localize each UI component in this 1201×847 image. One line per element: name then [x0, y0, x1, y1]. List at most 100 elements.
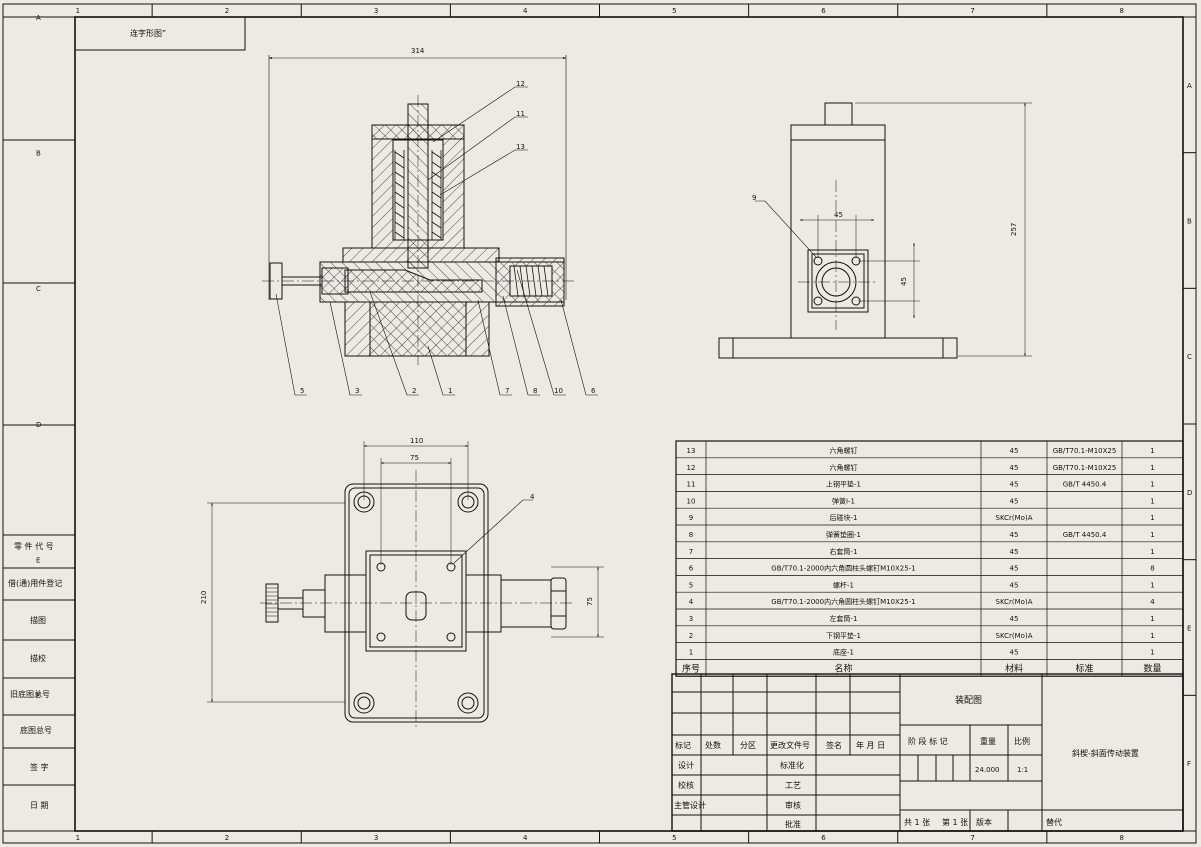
- weight-value: 24.000: [975, 766, 1000, 774]
- drawing-code: 连字形图”: [130, 28, 166, 38]
- balloon-2: 2: [412, 387, 416, 395]
- bom-cell: SKCr(Mo)A: [996, 632, 1033, 640]
- zone-column-label: 5: [672, 834, 676, 842]
- bom-cell: 1: [1150, 548, 1154, 556]
- zone-column-label: 3: [374, 834, 378, 842]
- bom-cell: 6: [689, 565, 694, 573]
- rev-header-mark: 标记: [675, 740, 691, 750]
- bom-cell: 底座-1: [833, 648, 854, 657]
- label-approve: 批准: [785, 819, 801, 829]
- front-section-view: [262, 55, 575, 365]
- bom-cell: GB/T70.1-M10X25: [1053, 447, 1117, 455]
- dim-right-height: 257: [1010, 223, 1018, 236]
- zone-row-label: A: [36, 14, 41, 22]
- bom-header-cell: 材料: [1005, 662, 1023, 674]
- bom-cell: 45: [1010, 649, 1019, 657]
- balloon-11: 11: [516, 110, 525, 118]
- bom-cell: 1: [1150, 649, 1154, 657]
- front-leaders: [275, 86, 598, 396]
- bom-header-cell: 数量: [1143, 662, 1161, 674]
- zone-row-label: D: [1187, 489, 1192, 497]
- bom-cell: 4: [1150, 598, 1155, 606]
- zone-column-label: 3: [374, 7, 378, 15]
- bom-header-cell: 序号: [682, 662, 700, 674]
- title-block-text: 装配图 斜楔-斜面传动装置 标记 处数 分区 更改文件号 签名 年 月 日 设计…: [674, 694, 1139, 829]
- bom-header-cell: 名称: [834, 662, 852, 674]
- zone-row-label: B: [1187, 218, 1192, 226]
- balloon-3: 3: [355, 387, 359, 395]
- drawing-code-box: 连字形图”: [74, 16, 246, 51]
- sheet-border: [2, 3, 1197, 844]
- balloon-7: 7: [505, 387, 509, 395]
- zone-row-label: A: [1187, 82, 1192, 90]
- rev-header-sign: 签名: [826, 740, 842, 750]
- rev-header-doc: 更改文件号: [770, 740, 810, 750]
- bom-cell: 右套筒-1: [830, 547, 858, 556]
- zone-column-label: 1: [76, 834, 80, 842]
- label-design: 设计: [678, 760, 694, 770]
- label-check: 校核: [678, 780, 694, 790]
- sheet-number: 第 1 张: [942, 817, 968, 827]
- label-chief-design: 主管设计: [674, 800, 706, 810]
- bom-cell: 3: [689, 615, 693, 623]
- bom-cell: 8: [689, 531, 693, 539]
- bom-header-cell: 标准: [1075, 662, 1093, 674]
- side-stamp-labels: 零 件 代 号 借(通)用件登记 描图 描校 旧底图总号 底图总号 签 字 日 …: [8, 541, 62, 810]
- bom-cell: 10: [687, 497, 696, 505]
- side-stamp-column: [3, 139, 75, 786]
- balloon-9: 9: [752, 194, 756, 202]
- label-scale: 比例: [1014, 736, 1030, 746]
- bom-cell: 1: [1150, 531, 1154, 539]
- bom-cell: 12: [687, 464, 696, 472]
- zone-column-label: 1: [76, 7, 80, 15]
- label-weight: 重量: [980, 736, 996, 746]
- zone-column-label: 6: [821, 7, 826, 15]
- zone-row-label: C: [36, 285, 41, 293]
- bom-cell: 后碰块-1: [830, 513, 858, 522]
- bom-cell: 六角螺钉: [830, 463, 858, 472]
- zone-column-label: 6: [821, 834, 826, 842]
- zone-column-label: 4: [523, 834, 528, 842]
- bom-cell: 45: [1010, 464, 1019, 472]
- side-label-signature: 签 字: [30, 762, 49, 772]
- zone-column-label: 8: [1119, 7, 1123, 15]
- drawing-type: 装配图: [955, 694, 982, 706]
- dim-top-outer-width: 110: [410, 437, 423, 445]
- bom-cell: 螺杆-1: [833, 580, 854, 589]
- bom-cell: 弹簧垫圈-1: [826, 530, 861, 539]
- zone-column-label: 8: [1119, 834, 1123, 842]
- bom-grid: [675, 440, 1184, 677]
- bom-cell: 45: [1010, 531, 1019, 539]
- zone-ticks: [151, 4, 1196, 843]
- bom-cell: 13: [687, 447, 696, 455]
- balloon-1: 1: [448, 387, 452, 395]
- label-replace: 替代: [1046, 817, 1062, 827]
- bom-cell: GB/T 4450.4: [1063, 481, 1107, 489]
- side-label-part-code: 零 件 代 号: [14, 541, 54, 551]
- bom-cell: 1: [1150, 514, 1154, 522]
- zone-row-label: E: [36, 557, 40, 565]
- bom-cell: 上钢平垫-1: [826, 480, 861, 489]
- bom-cell: SKCr(Mo)A: [996, 514, 1033, 522]
- zone-row-label: B: [36, 150, 41, 158]
- bom-cell: GB/T70.1-2000内六角圆柱头螺钉M10X25-1: [771, 597, 915, 606]
- side-label-old-base-drawing: 旧底图总号: [10, 689, 50, 699]
- zone-column-label: 2: [225, 7, 229, 15]
- rev-header-date: 年 月 日: [856, 740, 885, 750]
- bom-cell: 5: [689, 581, 693, 589]
- balloon-10: 10: [554, 387, 563, 395]
- zone-column-label: 5: [672, 7, 676, 15]
- zone-row-label: F: [1187, 760, 1191, 768]
- zone-row-label: E: [1187, 625, 1191, 633]
- bom-cell: 2: [689, 632, 693, 640]
- bom-cell: 1: [1150, 464, 1154, 472]
- bom-cell: 1: [1150, 615, 1154, 623]
- bom-cell: 1: [1150, 497, 1154, 505]
- bom-cell: 1: [1150, 481, 1154, 489]
- bom-cell: 9: [689, 514, 693, 522]
- dim-right-plate-width: 45: [834, 211, 843, 219]
- label-review: 审核: [785, 800, 801, 810]
- bom-cell: 45: [1010, 447, 1019, 455]
